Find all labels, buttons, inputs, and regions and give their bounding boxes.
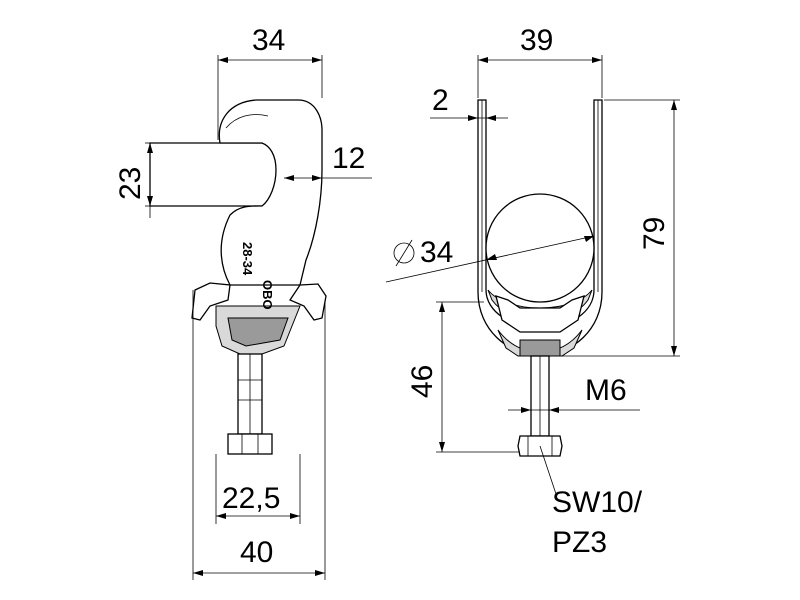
side-view: 28-34 OBO 34 23 12 22,5 [114, 24, 372, 580]
dim-front-tool-line1: SW10/ [552, 486, 643, 519]
dim-front-height: 79 [638, 217, 671, 250]
side-cable [149, 142, 280, 207]
size-range-marking: 28-34 [240, 242, 255, 276]
dim-side-height: 23 [114, 167, 147, 200]
dim-front-wall: 2 [432, 84, 449, 117]
side-marking: 28-34 [240, 242, 255, 276]
side-clamp-body [218, 99, 323, 286]
brand-marking: OBO [260, 280, 275, 310]
dim-side-offset: 12 [332, 142, 365, 175]
side-nut [227, 433, 273, 455]
dim-side-bolt-spacing: 22,5 [222, 482, 280, 515]
dim-front-diameter: 34 [420, 236, 453, 269]
dim-front-bolt-height: 46 [406, 365, 439, 398]
side-jaw-right [289, 283, 327, 321]
dim-front-thread: M6 [585, 374, 627, 407]
dim-front-tool-line2: PZ3 [552, 526, 607, 559]
dim-side-width-top: 34 [252, 24, 285, 57]
dim-side-width-bottom: 40 [240, 536, 273, 569]
dim-front-width: 39 [520, 24, 553, 57]
front-view: 39 2 34 79 46 M6 [385, 24, 680, 559]
